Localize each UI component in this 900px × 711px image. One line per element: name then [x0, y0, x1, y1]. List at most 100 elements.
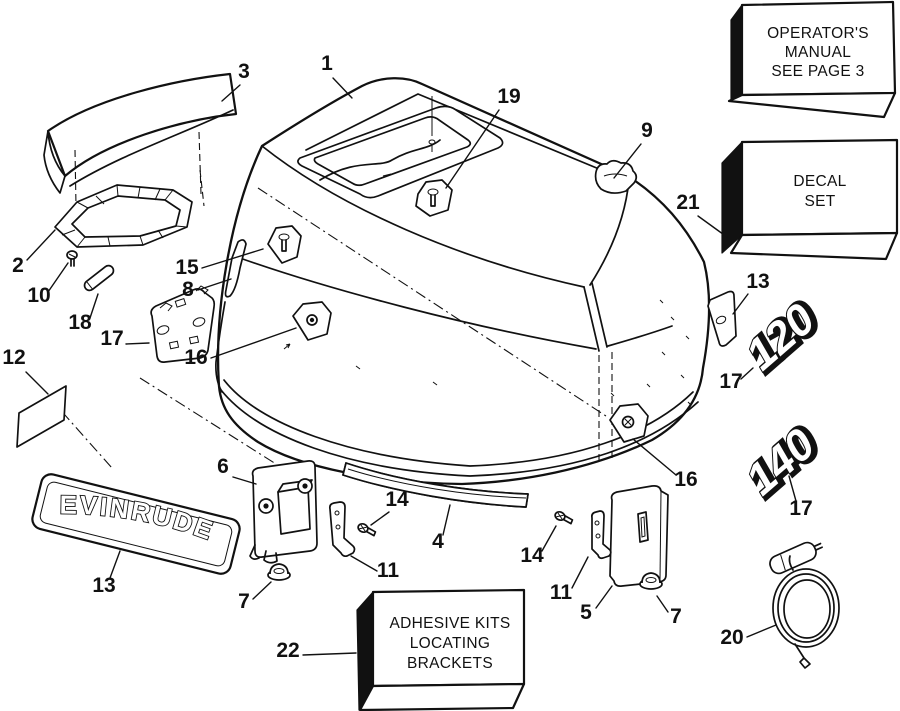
- callout-10-6: 10: [27, 284, 50, 307]
- callout-leader-15-7: [201, 248, 264, 269]
- part-13-evinrude-plate: EVINRUDE: [31, 473, 241, 575]
- callout-20-27: 20: [720, 626, 743, 649]
- callout-leader-6-17: [232, 476, 257, 485]
- adhesive-kits-line2: LOCATING: [410, 635, 490, 652]
- callout-13-16: 13: [92, 574, 115, 597]
- part-6-latch-assembly: [249, 460, 318, 564]
- callout-3-1: 3: [238, 60, 250, 83]
- callout-leader-10-6: [47, 262, 69, 293]
- callout-leader-17-14: [740, 367, 754, 380]
- screw-mark-icon: [428, 139, 436, 152]
- part-18-spacer: [83, 264, 115, 292]
- part-1-engine-cover: [47, 77, 711, 486]
- part-14-screw-right: [554, 510, 574, 525]
- part-7-cap-left: [267, 563, 291, 581]
- callout-leader-18-9: [89, 293, 99, 319]
- callout-16-22: 16: [674, 468, 697, 491]
- callout-2-5: 2: [12, 254, 24, 277]
- callout-leader-13-16: [109, 550, 121, 579]
- part-19-latch-pad: [415, 179, 453, 217]
- callout-leader-14-19: [370, 511, 390, 526]
- callout-18-9: 18: [68, 311, 92, 334]
- callout-4-20: 4: [432, 530, 444, 553]
- callout-leader-9-3: [613, 143, 642, 179]
- operators-manual-line1: OPERATOR'S: [767, 25, 869, 42]
- callout-leader-3-1: [221, 84, 241, 102]
- callout-21-4: 21: [676, 191, 700, 214]
- callout-leader-12-12: [25, 371, 49, 395]
- part-13-side-plate: [707, 290, 737, 347]
- part-4-trim-strip: [342, 462, 529, 508]
- callout-13-13: 13: [746, 270, 769, 293]
- decal-set-box: DECAL SET: [721, 138, 899, 261]
- callout-7-26: 7: [670, 605, 682, 628]
- callout-22-28: 22: [276, 639, 299, 662]
- adhesive-kits-line1: ADHESIVE KITS: [389, 615, 510, 632]
- part-11-bracket-right: [590, 510, 612, 560]
- callout-11-21: 11: [377, 559, 400, 582]
- part-15-latch-pad: [267, 225, 302, 264]
- callout-7-18: 7: [238, 590, 250, 613]
- callout-leader-4-20: [442, 504, 451, 536]
- callout-leader-7-26: [656, 595, 669, 613]
- callout-leader-20-27: [746, 624, 777, 638]
- callout-leader-2-5: [26, 229, 56, 261]
- callout-leader-8-8: [197, 278, 232, 291]
- callout-leader-7-18: [252, 581, 272, 600]
- svg-text:140: 140: [737, 419, 825, 504]
- decal-120: 120 120: [736, 291, 832, 383]
- svg-text:120: 120: [737, 294, 825, 379]
- part-10-screw: [66, 250, 78, 267]
- vent-marks: [355, 299, 692, 406]
- part-12-decal-strip: [16, 385, 67, 448]
- callout-1-0: 1: [321, 52, 333, 75]
- callout-14-23: 14: [520, 544, 544, 567]
- part-16-latch-pad-front: [283, 301, 332, 350]
- decal-140: 140 140: [736, 416, 832, 508]
- callout-9-3: 9: [641, 119, 653, 142]
- part-9-latch-handle: [594, 159, 638, 194]
- operators-manual-line2: MANUAL: [785, 44, 851, 61]
- decal-set-line1: DECAL: [793, 173, 846, 190]
- part-7-cap-right: [639, 572, 663, 590]
- part-11-bracket-center: [328, 501, 356, 558]
- callout-17-14: 17: [719, 370, 742, 393]
- part-17-bracket: [150, 285, 216, 363]
- adhesive-kits-line3: BRACKETS: [407, 655, 493, 672]
- callout-leader-14-23: [541, 525, 557, 552]
- callout-12-12: 12: [2, 346, 25, 369]
- part-16-latch-pad-right: [609, 403, 649, 443]
- callout-17-10: 17: [100, 327, 123, 350]
- callout-8-8: 8: [182, 278, 194, 301]
- decal-set-line2: SET: [804, 193, 835, 210]
- part-8-seal-strip: [215, 239, 247, 393]
- part-3-air-box-cover: [43, 72, 238, 207]
- callout-19-2: 19: [497, 85, 520, 108]
- grille-webbing: [61, 184, 188, 248]
- part-14-screw-center: [357, 522, 377, 537]
- callout-leader-11-21: [350, 555, 378, 572]
- callout-leader-19-2: [445, 109, 500, 189]
- callout-leader-16-22: [632, 438, 677, 476]
- callout-11-24: 11: [550, 581, 573, 604]
- callout-16-11: 16: [184, 346, 207, 369]
- callout-leader-13-13: [732, 293, 749, 315]
- part-2-grille-frame: [54, 184, 193, 248]
- adhesive-kits-box: ADHESIVE KITS LOCATING BRACKETS: [356, 588, 526, 711]
- operators-manual-box: OPERATOR'S MANUAL SEE PAGE 3: [727, 0, 897, 119]
- callout-leader-21-4: [697, 215, 728, 238]
- callout-6-17: 6: [217, 455, 229, 478]
- callout-leader-16-11: [210, 327, 297, 359]
- callout-leader-17-10: [125, 342, 150, 345]
- callout-leader-1-0: [332, 77, 353, 99]
- operators-manual-line3: SEE PAGE 3: [771, 63, 864, 80]
- callout-leader-17-15: [788, 475, 797, 502]
- callout-leader-5-25: [595, 585, 613, 609]
- callout-5-25: 5: [580, 601, 592, 624]
- callout-15-7: 15: [175, 256, 199, 279]
- callout-leader-22-28: [302, 652, 357, 656]
- callout-layer: 1319921210158181716121317171367144111614…: [2, 52, 812, 662]
- part-20-lanyard-cord: [769, 541, 840, 669]
- callout-17-15: 17: [789, 497, 812, 520]
